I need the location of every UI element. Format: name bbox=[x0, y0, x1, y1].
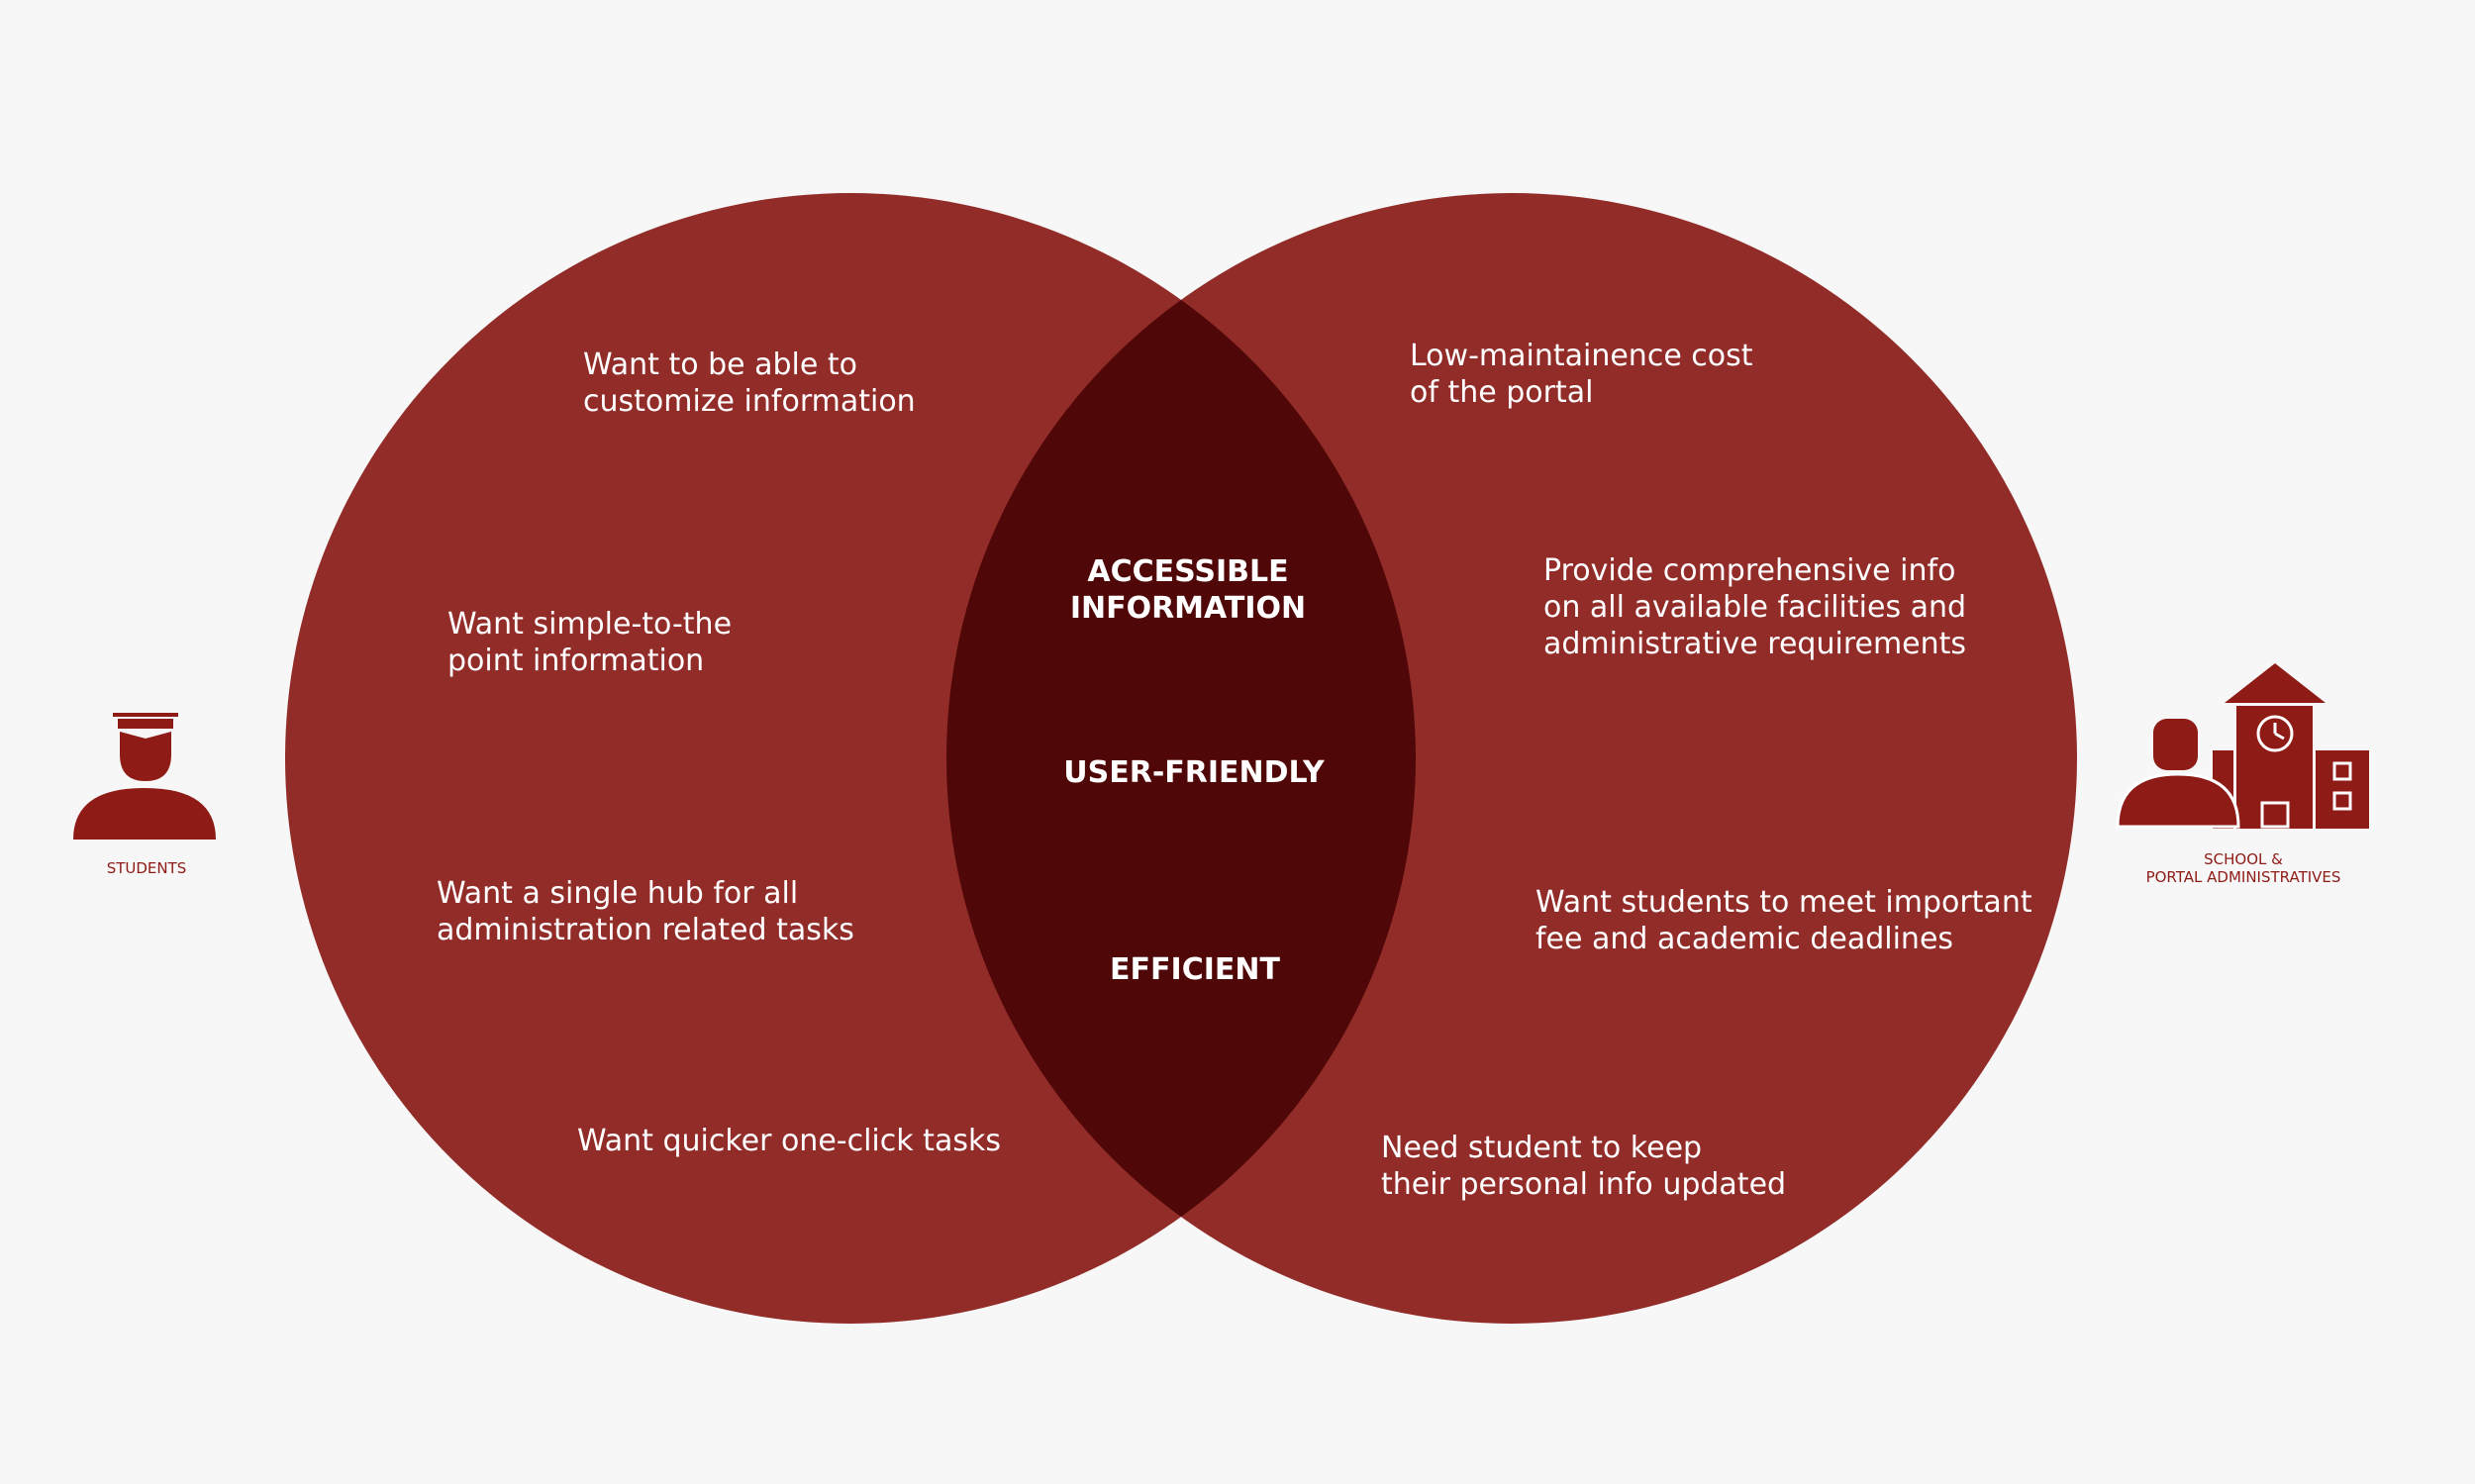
students-point-customize: Want to be able to customize information bbox=[583, 347, 916, 419]
overlap-region bbox=[946, 193, 1416, 1324]
admins-point-deadlines: Want students to meet important fee and … bbox=[1535, 885, 2032, 956]
admins-point-comprehensive-info: Provide comprehensive info on all availa… bbox=[1543, 553, 1967, 661]
admins-point-personal-info: Need student to keep their personal info… bbox=[1381, 1131, 1787, 1202]
school-admin-icon bbox=[2116, 663, 2369, 829]
admins-label: SCHOOL & PORTAL ADMINISTRATIVES bbox=[2145, 850, 2341, 886]
students-label: STUDENTS bbox=[106, 859, 187, 877]
shared-point-accessible: ACCESSIBLE INFORMATION bbox=[1069, 554, 1307, 626]
shared-point-user-friendly: USER-FRIENDLY bbox=[1063, 755, 1325, 790]
students-point-single-hub: Want a single hub for all administration… bbox=[437, 876, 854, 947]
shared-point-efficient: EFFICIENT bbox=[1110, 952, 1280, 987]
admins-point-low-cost: Low-maintainence cost of the portal bbox=[1410, 339, 1753, 410]
student-graduate-icon bbox=[73, 713, 216, 840]
students-point-simple: Want simple-to-the point information bbox=[447, 607, 733, 678]
students-point-one-click: Want quicker one-click tasks bbox=[577, 1124, 1001, 1158]
